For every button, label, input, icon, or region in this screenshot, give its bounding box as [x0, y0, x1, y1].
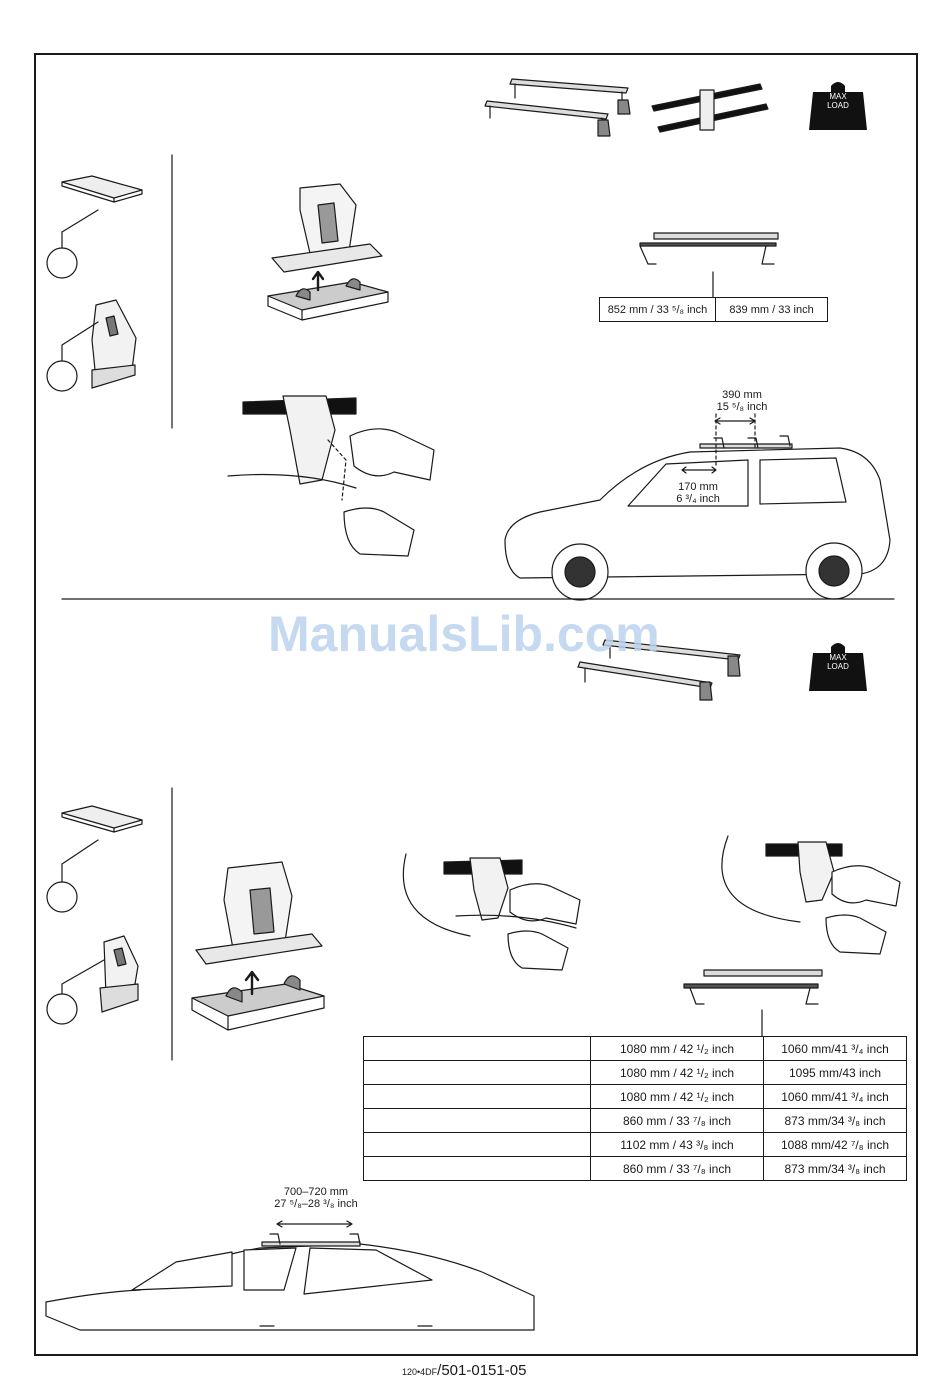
foot-spacing-label: 390 mm 15 ⁵/₈ inch: [716, 389, 768, 413]
foot-assembly-drawing-bottom: [191, 861, 325, 1031]
bar-measurement-drawing: [639, 232, 779, 298]
door-offset-label: 170 mm 6 ³/₄ inch: [676, 481, 720, 505]
hand-tightening-drawing-bottom-left: [402, 853, 581, 971]
max-load-icon: [809, 643, 867, 691]
page-frame: [34, 53, 918, 1356]
bar-length-right: 839 mm / 33 inch: [729, 303, 814, 316]
bar-length-left: 852 mm / 33 ⁵/₈ inch: [600, 298, 716, 321]
max-load-icon: [809, 82, 867, 130]
roof-bars-assembled-drawing-bottom: [577, 639, 741, 701]
foot-assembly-drawing-top: [267, 183, 389, 321]
document-code: 120•4DF/501-0151-05: [402, 1362, 527, 1379]
hatchback-car-drawing: [504, 413, 891, 601]
foot-bracket-part-drawing: [46, 299, 137, 392]
foot-bracket-part-drawing-bottom: [46, 935, 139, 1025]
roof-bars-assembled-drawing: [484, 78, 631, 137]
sedan-car-drawing: [45, 1220, 535, 1331]
hand-tightening-drawing-bottom-right: [721, 835, 901, 955]
hand-tightening-drawing-top: [227, 395, 435, 557]
foot-pad-part-drawing-bottom: [46, 805, 143, 913]
bar-measurement-drawing-bottom: [683, 969, 823, 1037]
foot-pad-part-drawing: [46, 175, 143, 279]
foot-spacing-label-bottom: 700–720 mm 27 ⁵/₈–28 ³/₈ inch: [274, 1186, 358, 1210]
bar-length-table: 852 mm / 33 ⁵/₈ inch 839 mm / 33 inch: [599, 297, 828, 322]
roof-bars-packed-drawing: [651, 83, 769, 133]
watermark: ManualsLib.com: [268, 606, 660, 662]
